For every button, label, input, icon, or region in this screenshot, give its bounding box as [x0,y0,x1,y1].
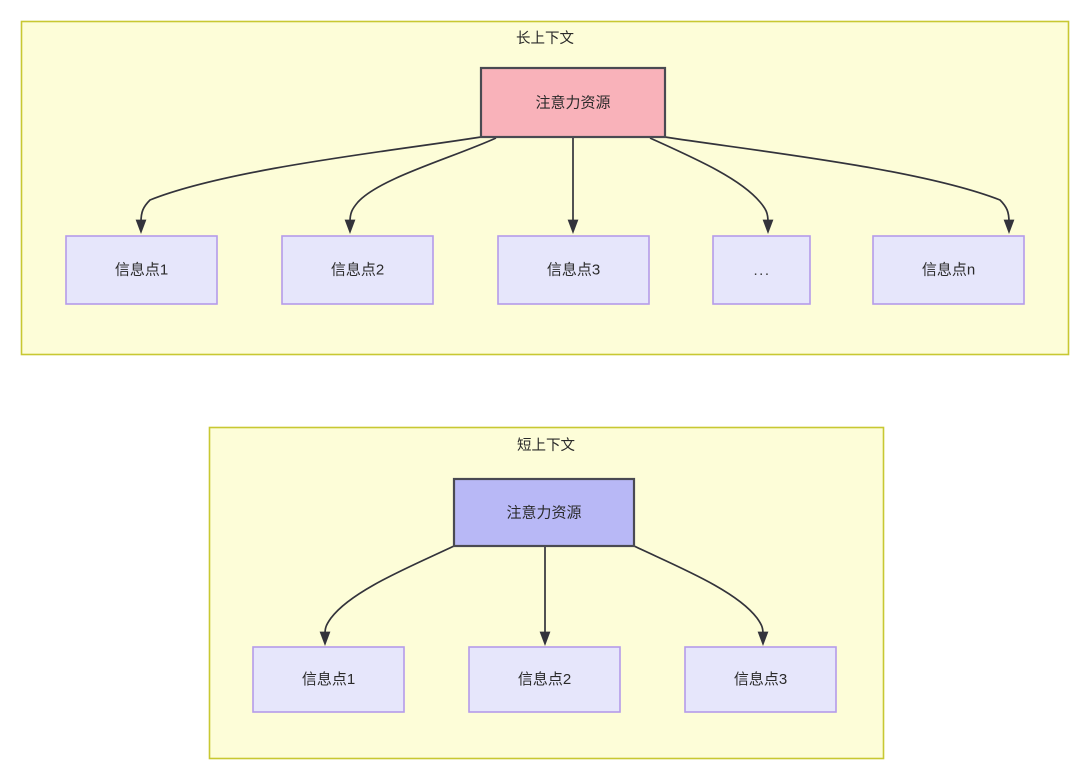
long-context-root-label: 注意力资源 [535,93,610,111]
long-context-leaf-3[interactable]: 信息点3 [497,235,650,305]
short-context-leaf-1-label: 信息点1 [302,671,355,688]
long-context-leaf-ellipsis-box[interactable] [712,235,811,305]
long-context-root-node[interactable]: 注意力资源 [479,66,667,139]
short-context-root-box[interactable] [452,477,636,548]
edge-arrowhead-5 [1003,219,1015,234]
long-context-leaf-3-box[interactable] [497,235,650,305]
long-context-leaf-n-box[interactable] [872,235,1025,305]
long-context-leaf-ellipsis-label: ... [753,262,770,279]
edge-arrowhead-2 [344,219,356,234]
edges-long-context [135,136,1015,234]
panel-long-context: 长上下文 注意 [20,20,1070,356]
edge-root-to-leaf-2 [349,137,497,223]
long-context-root-box[interactable] [479,66,667,139]
long-context-leaf-1-box[interactable] [65,235,218,305]
edge-short-root-to-leaf-1 [324,545,455,635]
long-context-leaf-ellipsis[interactable]: ... [712,235,811,305]
short-context-leaf-3-box[interactable] [684,646,837,713]
short-context-leaf-3-label: 信息点3 [734,671,787,688]
long-context-leaf-n-label: 信息点n [922,261,975,278]
edge-short-arrowhead-2 [539,631,551,646]
edges-short-context [319,545,769,646]
short-context-leaf-2[interactable]: 信息点2 [468,646,621,713]
long-context-leaf-3-label: 信息点3 [547,261,600,278]
edge-root-to-leaf-5 [664,136,1010,223]
edge-short-arrowhead-1 [319,631,331,646]
panel-long-context-title: 长上下文 [516,30,574,47]
long-context-leaf-2-label: 信息点2 [331,261,384,278]
edge-arrowhead-1 [135,219,147,234]
short-context-root-node[interactable]: 注意力资源 [452,477,636,548]
panel-short-context: 短上下文 注意力资源 信息点1 信息点 [208,426,885,760]
edge-root-to-leaf-1 [140,136,482,223]
long-context-leaf-1[interactable]: 信息点1 [65,235,218,305]
long-context-leaf-n[interactable]: 信息点n [872,235,1025,305]
edge-short-root-to-leaf-3 [633,545,764,635]
edge-arrowhead-3 [567,219,579,234]
short-context-root-label: 注意力资源 [506,503,581,521]
short-context-leaf-1[interactable]: 信息点1 [252,646,405,713]
short-context-leaf-1-box[interactable] [252,646,405,713]
edge-arrowhead-4 [762,219,774,234]
long-context-leaf-2-box[interactable] [281,235,434,305]
short-context-leaf-2-label: 信息点2 [518,671,571,688]
short-context-leaf-3[interactable]: 信息点3 [684,646,837,713]
long-context-leaf-1-label: 信息点1 [115,261,168,278]
long-context-leaf-2[interactable]: 信息点2 [281,235,434,305]
short-context-leaf-2-box[interactable] [468,646,621,713]
edge-short-arrowhead-3 [757,631,769,646]
panel-short-context-title: 短上下文 [517,437,575,454]
edge-root-to-leaf-4 [649,137,769,223]
